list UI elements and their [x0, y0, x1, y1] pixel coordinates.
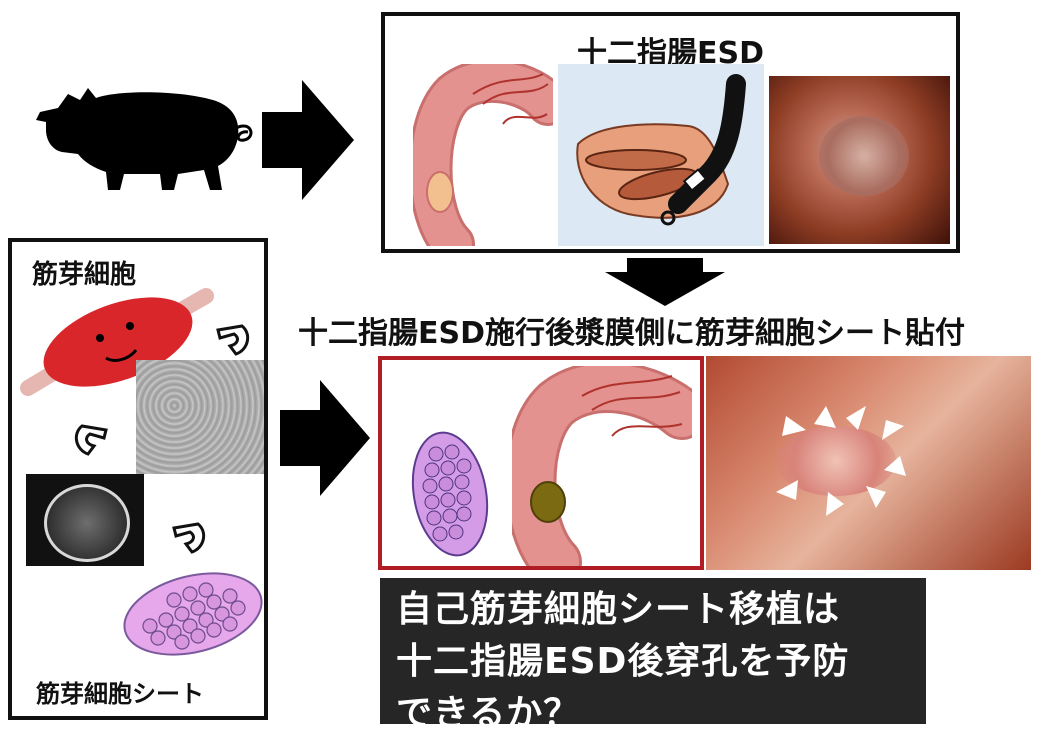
myoblast-panel: 筋芽細胞 筋芽細胞シート [8, 238, 268, 720]
curved-arrow-icon [212, 320, 256, 364]
curved-arrow-icon [68, 418, 112, 462]
esd-schematic [558, 64, 764, 246]
arrow-right-icon [280, 380, 370, 496]
question-line-2: 十二指腸ESD後穿孔を予防 [396, 636, 926, 688]
transplant-panel [378, 356, 704, 570]
culture-dish [44, 484, 130, 562]
arrow-down-icon [605, 258, 725, 306]
ulcer-area [819, 116, 909, 196]
duodenum-illustration [512, 366, 692, 566]
duodenum-illustration [413, 64, 553, 246]
curved-arrow-icon [168, 518, 212, 562]
esd-panel: 十二指腸ESD [381, 12, 960, 253]
myoblast-sheet-illustration [118, 564, 268, 664]
arrowhead-markers [756, 396, 926, 526]
myoblast-sheet-illustration [402, 424, 498, 564]
question-line-3: できるか？ [396, 688, 926, 740]
endoscopic-photo [769, 76, 950, 244]
research-question-box: 自己筋芽細胞シート移植は 十二指腸ESD後穿孔を予防 できるか？ [380, 578, 926, 724]
myoblast-sheet-label: 筋芽細胞シート [36, 674, 204, 709]
procedure-caption: 十二指腸ESD施行後漿膜側に筋芽細胞シート貼付 [298, 308, 965, 352]
surgery-photo [706, 356, 1031, 570]
question-line-1: 自己筋芽細胞シート移植は [396, 584, 926, 636]
cell-culture-micrograph [136, 360, 264, 474]
pig-icon [28, 70, 258, 200]
arrow-right-icon [262, 80, 354, 200]
culture-dish-photo [26, 474, 144, 566]
